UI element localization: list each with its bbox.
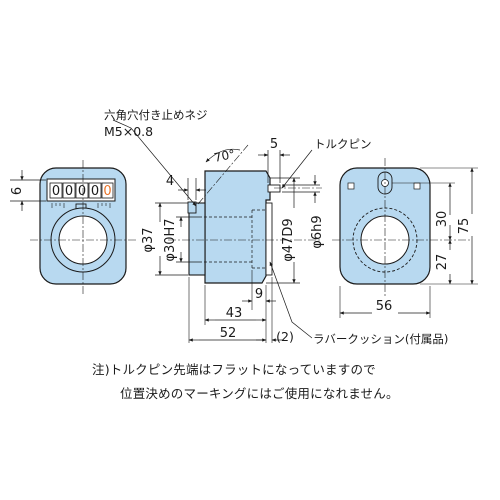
footnote-line-2: 位置決めのマーキングにはご使用になれません。	[120, 386, 399, 401]
dim-6-label: 6	[10, 187, 25, 195]
dim-phi6h9-label: φ6h9	[310, 215, 325, 248]
front-center-lines	[30, 160, 136, 296]
counter-digit-5: 0	[103, 184, 111, 199]
counter-digit-4: 0	[91, 184, 99, 199]
dim-43-label: 43	[226, 306, 243, 321]
dim-9-label: 9	[255, 287, 263, 302]
dim-2-label: (2)	[276, 329, 294, 344]
side-extension-lines	[188, 270, 273, 343]
side-view-body	[204, 170, 271, 284]
side-view: 六角穴付き止めネジ M5×0.8 70° 5 トルクピン 4	[104, 108, 448, 346]
dim-52-label: 52	[220, 326, 237, 341]
front-shaft-step	[188, 202, 206, 276]
dim-4	[178, 178, 206, 200]
rear-center-lines	[332, 158, 470, 296]
setscrew-size-label: M5×0.8	[104, 124, 153, 139]
setscrew-leader	[112, 119, 197, 207]
setscrew	[187, 201, 197, 214]
rubber-cushion-label: ラバークッション(付属品)	[313, 332, 448, 346]
dim-75-label: 75	[457, 218, 472, 235]
dim-phi37	[155, 202, 188, 276]
torque-pin	[267, 184, 281, 193]
angle-label: 70°	[213, 147, 237, 165]
counter-digit-1: 0	[52, 184, 60, 199]
counter-digit-2: 0	[65, 184, 73, 199]
rear-tab-right	[413, 182, 421, 190]
side-hidden-lines	[199, 209, 265, 269]
rubber-cushion	[265, 202, 273, 276]
dim-56-label: 56	[376, 299, 393, 314]
angle-arc	[205, 148, 241, 163]
footnote: 注)トルクピン先端はフラットになっていますので 位置決めのマーキングにはご使用に…	[92, 358, 492, 406]
dim-6	[10, 170, 46, 211]
rubber-cushion-leader	[269, 261, 313, 339]
dim-30-label: 30	[435, 211, 450, 228]
dim-phi47D9	[266, 177, 300, 284]
dim-5-label: 5	[270, 137, 278, 152]
torque-pin-leader	[281, 149, 313, 189]
counter-digits: 0 0 0 0 0	[49, 182, 114, 199]
rear-tab-left	[347, 182, 355, 190]
front-view: 0 0 0 0 0 6	[10, 160, 136, 296]
counter-digit-3: 0	[78, 184, 86, 199]
dim-phi47D9-label: φ47D9	[281, 218, 296, 261]
dim-phi30H7-label: φ30H7	[163, 218, 178, 261]
dim-phi30H7	[176, 216, 199, 263]
dim-5	[258, 150, 290, 183]
dial-scale	[51, 203, 111, 208]
footnote-line-1: 注)トルクピン先端はフラットになっていますので	[92, 362, 376, 377]
dim-phi37-label: φ37	[141, 227, 156, 252]
dim-4-label: 4	[166, 174, 174, 189]
setscrew-name-label: 六角穴付き止めネジ	[104, 108, 208, 122]
rear-view: 30 27 75 56	[332, 158, 478, 318]
dim-phi6h9	[282, 175, 320, 203]
dim-27-label: 27	[435, 254, 450, 271]
torque-pin-label: トルクピン	[314, 137, 372, 151]
